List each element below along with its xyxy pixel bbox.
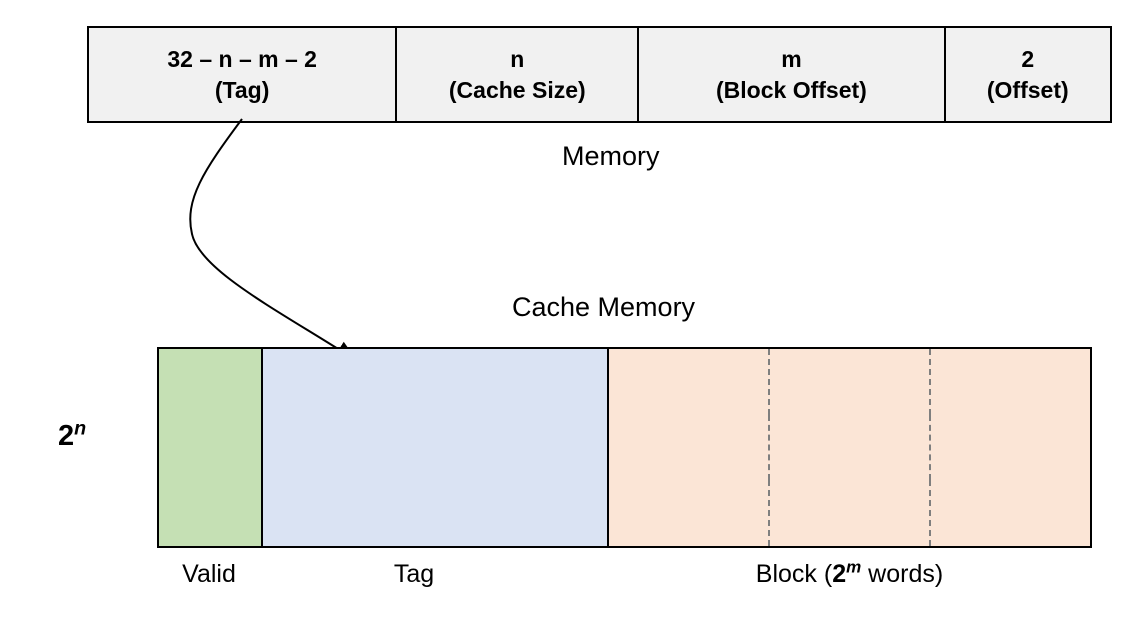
- block-column-label: Block (2m words): [607, 557, 1092, 589]
- row-count-base: 2: [58, 420, 75, 452]
- block-word: [609, 349, 768, 415]
- field-block-offset: m (Block Offset): [637, 28, 943, 121]
- tag-cell: [261, 480, 607, 546]
- memory-label: Memory: [562, 141, 660, 171]
- tag-cell: [261, 414, 607, 481]
- block-word: [929, 414, 1090, 481]
- tag-column-label: Tag: [393, 560, 435, 588]
- cache-memory-title: Cache Memory: [512, 292, 696, 322]
- block-word: [768, 414, 929, 481]
- field-tag: 32 – n – m – 2 (Tag): [89, 28, 395, 121]
- row-count-label: 2n: [58, 417, 87, 453]
- block-word: [768, 480, 929, 546]
- field-cache-size-name: (Cache Size): [448, 76, 586, 103]
- row-count-exponent: n: [74, 417, 87, 440]
- cache-table: [157, 347, 1092, 548]
- valid-cell: [159, 414, 261, 481]
- field-block-offset-bits: m: [781, 46, 802, 73]
- field-offset-bits: 2: [1021, 46, 1035, 73]
- block-word: [609, 415, 768, 481]
- field-tag-name: (Tag): [214, 76, 270, 103]
- block-label-base: 2: [832, 560, 847, 588]
- valid-cell: [159, 480, 261, 546]
- block-cell: [607, 349, 1090, 415]
- field-offset: 2 (Offset): [943, 28, 1110, 121]
- field-cache-size: n (Cache Size): [395, 28, 637, 121]
- memory-address-bar: 32 – n – m – 2 (Tag) n (Cache Size) m (B…: [87, 26, 1112, 123]
- block-cell: [607, 480, 1090, 546]
- block-label-post: words): [861, 560, 944, 588]
- block-cell: [607, 414, 1090, 481]
- block-label-pre: Block (: [755, 560, 833, 588]
- field-tag-bits: 32 – n – m – 2: [167, 46, 317, 73]
- field-cache-size-bits: n: [510, 46, 525, 73]
- block-word: [768, 349, 929, 415]
- block-label-exponent: m: [846, 557, 862, 577]
- field-block-offset-name: (Block Offset): [716, 76, 867, 103]
- tag-cell: [261, 349, 607, 415]
- block-word: [929, 480, 1090, 546]
- block-word: [929, 349, 1090, 415]
- block-word: [609, 480, 768, 546]
- field-offset-name: (Offset): [986, 76, 1069, 103]
- valid-cell: [159, 349, 261, 415]
- valid-column-label: Valid: [182, 560, 236, 588]
